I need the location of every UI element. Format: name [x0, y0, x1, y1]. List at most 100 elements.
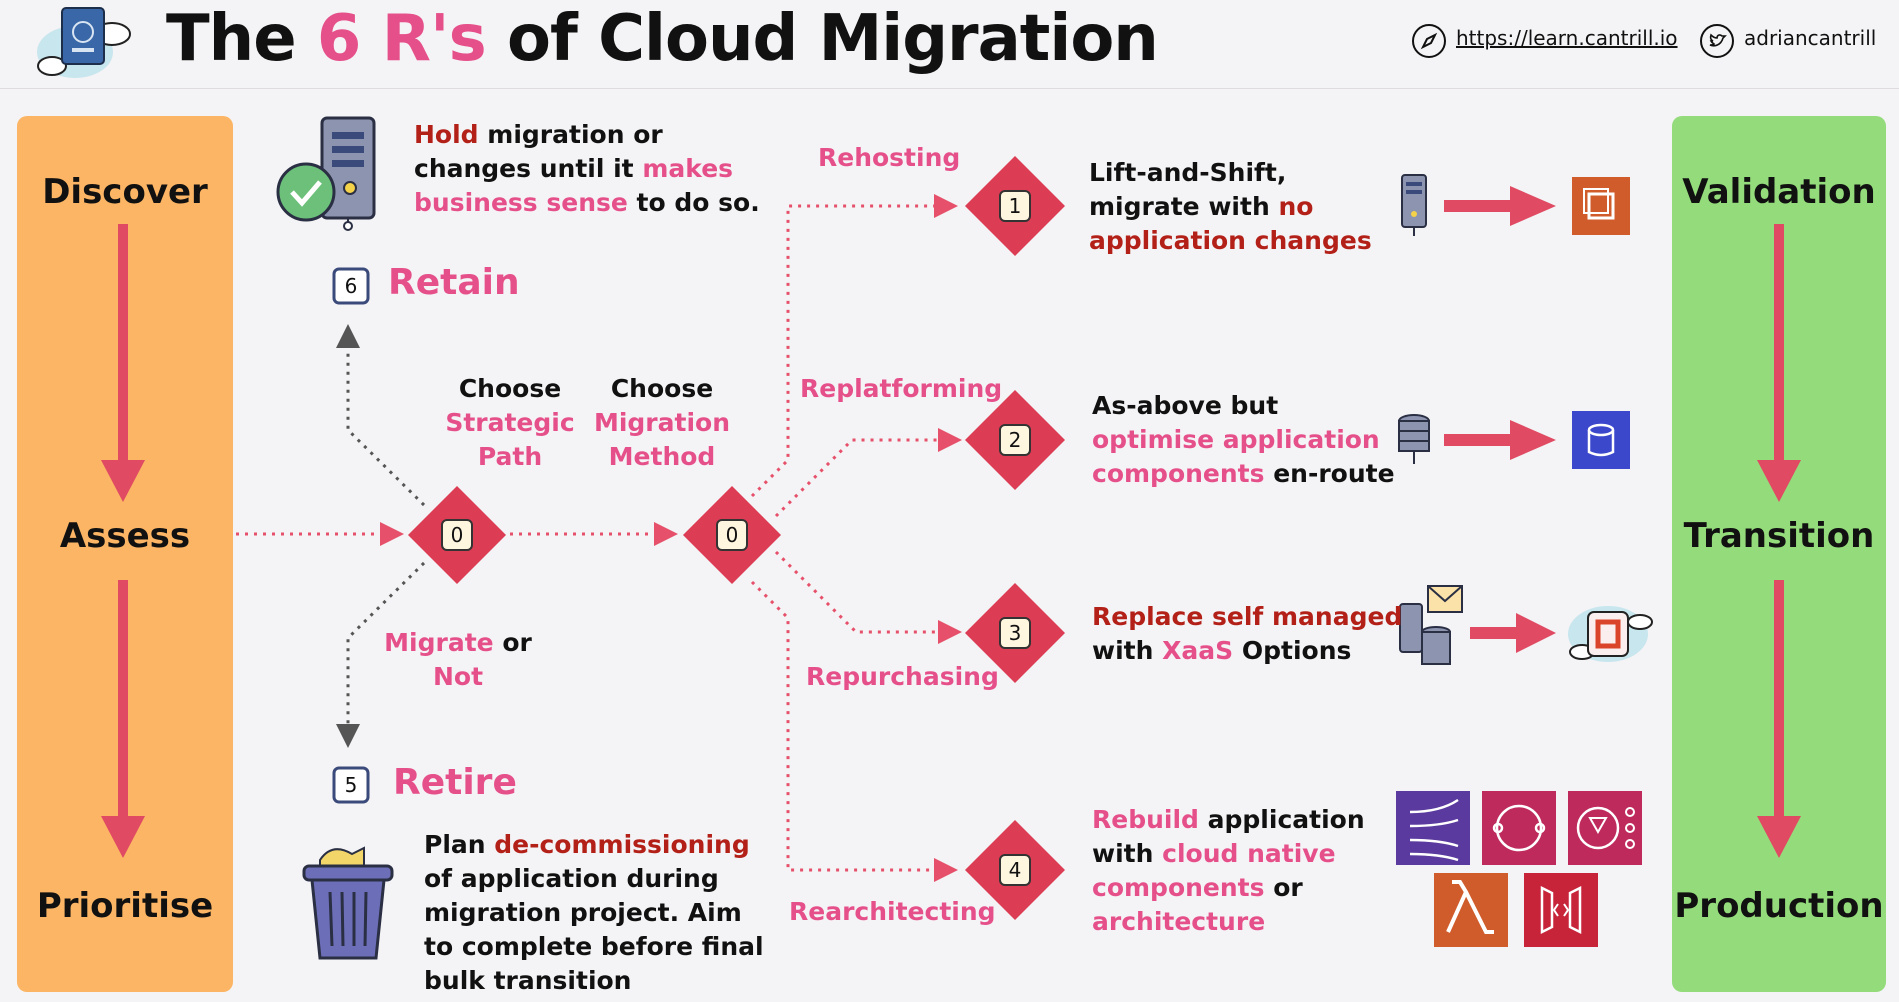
title-pre: The	[166, 2, 317, 76]
m3-l2c: Options	[1233, 636, 1352, 665]
strategic-path-label: Choose Strategic Path	[430, 372, 590, 474]
mail-server-icon	[1399, 585, 1463, 665]
m1-l2b: no	[1278, 192, 1314, 221]
or-word: or	[493, 628, 532, 657]
retain-title: Retain	[388, 262, 520, 303]
passport-cloud-icon	[37, 7, 131, 78]
arrow-to-ec2-icon	[1444, 186, 1556, 226]
retain-l3a: business sense	[414, 188, 628, 217]
method-4-number: 4	[1008, 858, 1022, 882]
label-rehosting: Rehosting	[818, 143, 961, 172]
phase-prioritise: Prioritise	[36, 886, 214, 926]
retire-l2: of application during	[424, 864, 719, 893]
lambda-icon	[1434, 873, 1508, 947]
m3-l2a: with	[1092, 636, 1163, 665]
api-gateway-icon	[1524, 873, 1598, 947]
method-2-description: As-above but optimise application compon…	[1092, 389, 1395, 491]
method-diamond-1	[965, 156, 1065, 256]
phase-validation: Validation	[1682, 172, 1876, 212]
method-l1: Migration	[593, 408, 731, 437]
method-2-number: 2	[1008, 428, 1022, 452]
method-l2: Method	[608, 442, 716, 471]
m1-l1: Lift-and-Shift,	[1089, 158, 1287, 187]
compass-icon	[1412, 24, 1446, 58]
method-3-number: 3	[1008, 621, 1022, 645]
eventbridge-icon	[1482, 791, 1556, 865]
m4-l3a: components	[1092, 873, 1265, 902]
strategic-l2: Path	[477, 442, 543, 471]
kinesis-icon	[1396, 791, 1470, 865]
retain-l3b: to do so.	[627, 188, 760, 217]
migrate-word: Migrate	[384, 628, 494, 657]
right-phase-arrows	[1757, 224, 1801, 858]
m2-l3a: components	[1092, 459, 1265, 488]
strategic-choose: Choose	[458, 374, 562, 403]
m3-l1: Replace self managed	[1092, 602, 1403, 631]
method-diamond-3	[965, 583, 1065, 683]
retain-number: 6	[344, 274, 358, 298]
twitter-handle[interactable]: adriancantrill	[1744, 26, 1877, 50]
method-1-description: Lift-and-Shift, migrate with no applicat…	[1089, 156, 1372, 258]
m4-l3b: or	[1264, 873, 1303, 902]
retire-l4: to complete before final	[424, 932, 764, 961]
method-1-number: 1	[1008, 194, 1022, 218]
decision-diamond-strategic	[408, 486, 506, 584]
office-cloud-icon	[1568, 606, 1653, 662]
m1-l2a: migrate with	[1089, 192, 1279, 221]
retire-l3: migration project. Aim	[424, 898, 742, 927]
label-replatforming: Replatforming	[800, 374, 1003, 403]
m4-l2a: with	[1092, 839, 1163, 868]
migrate-or-not-label: Migrate or Not	[378, 626, 538, 694]
method-3-description: Replace self managed with XaaS Options	[1092, 600, 1402, 668]
retire-title: Retire	[393, 762, 517, 803]
retain-l1a: Hold	[414, 120, 479, 149]
server-check-icon	[276, 116, 376, 231]
m1-l3: application changes	[1089, 226, 1372, 255]
retire-number-badge	[332, 766, 370, 804]
step-functions-icon	[1568, 791, 1642, 865]
retire-l1b: de-commissioning	[494, 830, 750, 859]
retire-number: 5	[344, 773, 358, 797]
method-4-description: Rebuild application with cloud native co…	[1092, 803, 1365, 939]
not-word: Not	[432, 662, 484, 691]
phase-transition: Transition	[1683, 516, 1875, 556]
on-prem-server-icon-1	[1401, 174, 1427, 236]
m3-l2b: XaaS	[1162, 636, 1234, 665]
strategic-l1: Strategic	[445, 408, 575, 437]
title-highlight: 6 R's	[316, 2, 487, 76]
retain-number-badge	[332, 267, 370, 305]
migration-method-label: Choose Migration Method	[582, 372, 742, 474]
method-choose: Choose	[610, 374, 714, 403]
trash-can-icon	[302, 846, 394, 960]
method-node-value: 0	[725, 523, 739, 547]
m4-l1a: Rebuild	[1092, 805, 1199, 834]
label-repurchasing: Repurchasing	[806, 662, 999, 691]
phase-production: Production	[1674, 886, 1884, 926]
retire-l1a: Plan	[424, 830, 495, 859]
retire-description: Plan de-commissioning of application dur…	[424, 828, 764, 998]
website-link[interactable]: https://learn.cantrill.io	[1456, 26, 1678, 50]
arrow-to-saas-icon	[1470, 613, 1556, 653]
left-phase-arrows	[101, 224, 145, 858]
m2-l2: optimise application	[1092, 425, 1380, 454]
method-diamond-2	[965, 390, 1065, 490]
retain-description: Hold migration or changes until it makes…	[414, 118, 760, 220]
phase-discover: Discover	[42, 172, 208, 212]
twitter-icon	[1700, 24, 1734, 58]
database-icon	[1398, 414, 1430, 464]
m4-l4: architecture	[1092, 907, 1266, 936]
header: The 6 R's of Cloud Migration https://lea…	[0, 0, 1899, 89]
ec2-icon	[1572, 177, 1630, 235]
m2-l3b: en-route	[1264, 459, 1395, 488]
retain-l1b: migration or	[478, 120, 663, 149]
decision-diamond-method	[683, 486, 781, 584]
title-post: of Cloud Migration	[485, 2, 1159, 76]
retain-l2b: makes	[642, 154, 734, 183]
method-diamond-4	[965, 820, 1065, 920]
phase-assess: Assess	[59, 516, 191, 556]
page-title: The 6 R's of Cloud Migration	[166, 2, 1159, 76]
arrow-to-rds-icon	[1444, 420, 1556, 460]
rds-icon	[1572, 411, 1630, 469]
retain-l2a: changes until it	[414, 154, 643, 183]
